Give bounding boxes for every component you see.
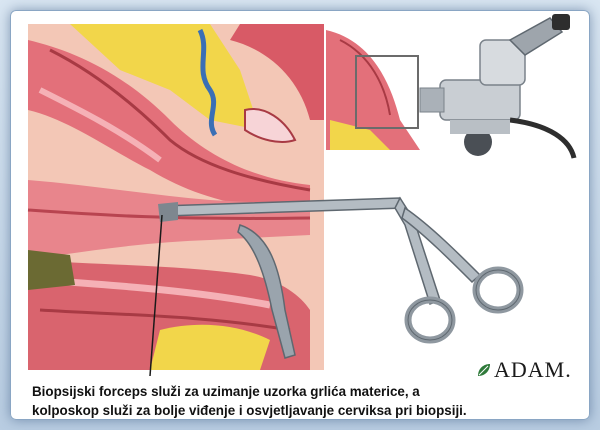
cross-section-illustration [28,24,324,370]
logo-text: ADAM. [494,357,572,382]
caption-line-1: Biopsijski forceps služi za uzimanje uzo… [32,382,588,401]
caption-line-2: kolposkop služi za bolje viđenje i osvje… [32,401,588,420]
figure-caption: Biopsijski forceps služi za uzimanje uzo… [32,382,588,420]
figure-card: ADAM. Biopsijski forceps služi za uziman… [10,10,590,420]
adam-logo: ADAM. [476,357,572,383]
colposcope-inset [324,14,574,158]
leaf-icon [476,362,492,378]
